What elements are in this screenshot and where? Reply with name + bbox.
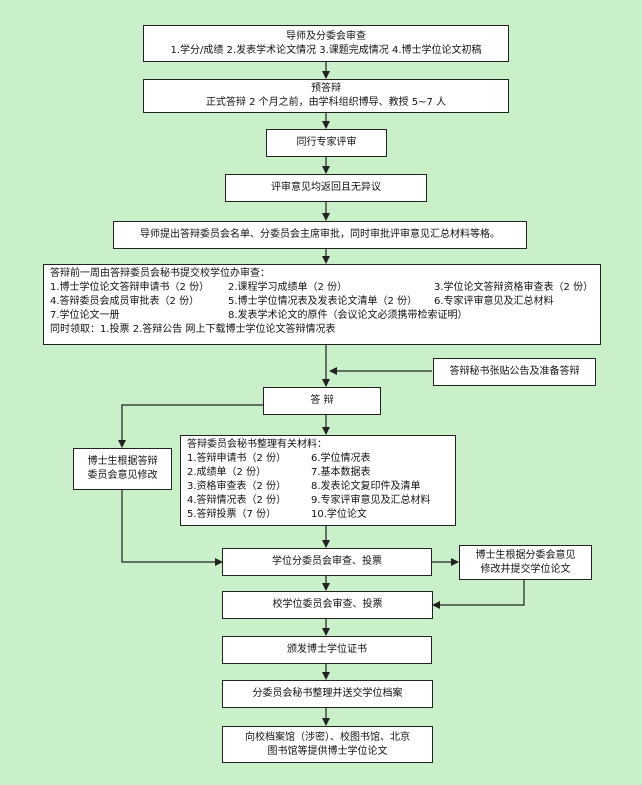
pre-submission-footer: 同时领取：1.投票 2.答辩公告 网上下载博士学位论文答辩情况表 bbox=[50, 324, 336, 335]
university-committee-title: 校学位委员会审查、投票 bbox=[272, 599, 383, 610]
supervisor-review-items: 1.学分/成绩 2.发表学术论文情况 3.课题完成情况 4.博士学位论文初稿 bbox=[170, 44, 482, 56]
list-item: 5.答辩投票（7 份） bbox=[187, 509, 277, 520]
list-item: 1.博士学位论文答辩申请书（2 份） bbox=[50, 282, 210, 293]
materials-list: 1.答辩申请书（2 份） 6.学位情况表 2.成绩单（2 份） 7.基本数据表 … bbox=[187, 452, 449, 522]
list-item: 4.答辩情况表（2 份） bbox=[187, 495, 287, 506]
revise-by-committee-line2: 委员会意见修改 bbox=[87, 470, 158, 481]
list-item: 3.学位论文答辩资格审查表（2 份） bbox=[434, 282, 594, 293]
committee-nomination-box: 导师提出答辩委员会名单、分委员会主席审批，同时审批评审意见汇总材料等格。 bbox=[113, 221, 527, 249]
thesis-deposit-line1: 向校档案馆（涉密）、校图书馆、北京 bbox=[245, 731, 410, 743]
archive-box: 分委员会秘书整理并送交学位档案 bbox=[222, 680, 433, 708]
list-item: 3.资格审查表（2 份） bbox=[187, 481, 287, 492]
sub-committee-box: 学位分委员会审查、投票 bbox=[222, 548, 432, 576]
pre-defense-title: 预答辩 bbox=[311, 83, 341, 94]
review-returned-box: 评审意见均返回且无异议 bbox=[225, 174, 427, 202]
defense-title: 答 辩 bbox=[310, 395, 334, 406]
materials-box: 答辩委员会秘书整理有关材料： 1.答辩申请书（2 份） 6.学位情况表 2.成绩… bbox=[180, 435, 456, 526]
materials-header: 答辩委员会秘书整理有关材料： bbox=[187, 439, 327, 450]
list-item: 10.学位论文 bbox=[311, 509, 367, 520]
peer-review-title: 同行专家评审 bbox=[296, 137, 357, 148]
sub-committee-title: 学位分委员会审查、投票 bbox=[272, 556, 382, 567]
secretary-notice-title: 答辩秘书张贴公告及准备答辩 bbox=[449, 366, 580, 377]
list-item: 9.专家评审意见及汇总材料 bbox=[311, 495, 431, 506]
list-item: 2.成绩单（2 份） bbox=[187, 467, 267, 478]
thesis-deposit-box: 向校档案馆（涉密）、校图书馆、北京 图书馆等提供博士学位论文 bbox=[222, 726, 433, 763]
secretary-notice-box: 答辩秘书张贴公告及准备答辩 bbox=[433, 358, 596, 386]
pre-submission-box: 答辩前一周由答辩委员会秘书提交校学位办审查： 1.博士学位论文答辩申请书（2 份… bbox=[43, 264, 601, 345]
list-item: 7.学位论文一册 bbox=[50, 310, 120, 321]
revise-by-committee-box: 博士生根据答辩 委员会意见修改 bbox=[73, 448, 172, 490]
revise-by-committee-line1: 博士生根据答辩 bbox=[87, 456, 158, 467]
arrow-revise-sub bbox=[121, 490, 223, 566]
defense-box: 答 辩 bbox=[263, 387, 381, 415]
list-item: 8.发表学术论文的原件（会议论文必须携带检索证明） bbox=[228, 310, 468, 321]
list-item: 1.答辩申请书（2 份） bbox=[187, 453, 287, 464]
list-item: 4.答辩委员会成员审批表（2 份） bbox=[50, 296, 200, 307]
peer-review-box: 同行专家评审 bbox=[266, 129, 387, 157]
arrow-revise2-univ bbox=[432, 580, 525, 609]
revise-by-subcommittee-line1: 博士生根据分委会意见 bbox=[475, 549, 576, 561]
archive-title: 分委员会秘书整理并送交学位档案 bbox=[252, 688, 403, 699]
university-committee-box: 校学位委员会审查、投票 bbox=[222, 591, 433, 619]
revise-by-subcommittee-line2: 修改并提交学位论文 bbox=[480, 563, 571, 575]
pre-defense-box: 预答辩 正式答辩 2 个月之前，由学科组织博导、教授 5~7 人 bbox=[143, 79, 509, 113]
committee-nomination-title: 导师提出答辩委员会名单、分委员会主席审批，同时审批评审意见汇总材料等格。 bbox=[140, 229, 500, 240]
pre-submission-header: 答辩前一周由答辩委员会秘书提交校学位办审查： bbox=[50, 268, 270, 279]
list-item: 5.博士学位情况表及发表论文清单（2 份） bbox=[228, 296, 418, 307]
supervisor-review-box: 导师及分委会审查 1.学分/成绩 2.发表学术论文情况 3.课题完成情况 4.博… bbox=[143, 25, 509, 62]
supervisor-review-title: 导师及分委会审查 bbox=[286, 30, 366, 42]
pre-submission-list: 1.博士学位论文答辩申请书（2 份） 2.课程学习成绩单（2 份） 3.学位论文… bbox=[50, 281, 594, 323]
review-returned-title: 评审意见均返回且无异议 bbox=[271, 182, 381, 193]
list-item: 8.发表论文复印件及清单 bbox=[311, 481, 421, 492]
list-item: 6.学位情况表 bbox=[311, 453, 371, 464]
revise-by-subcommittee-box: 博士生根据分委会意见 修改并提交学位论文 bbox=[459, 545, 592, 580]
list-item: 7.基本数据表 bbox=[311, 467, 371, 478]
arrow-defense-revise bbox=[118, 404, 263, 448]
certificate-box: 颁发博士学位证书 bbox=[222, 636, 432, 664]
thesis-deposit-line2: 图书馆等提供博士学位论文 bbox=[267, 745, 388, 757]
list-item: 6.专家评审意见及汇总材料 bbox=[434, 296, 554, 307]
certificate-title: 颁发博士学位证书 bbox=[287, 644, 367, 655]
pre-defense-desc: 正式答辩 2 个月之前，由学科组织博导、教授 5~7 人 bbox=[205, 97, 447, 108]
list-item: 2.课程学习成绩单（2 份） bbox=[228, 282, 348, 293]
